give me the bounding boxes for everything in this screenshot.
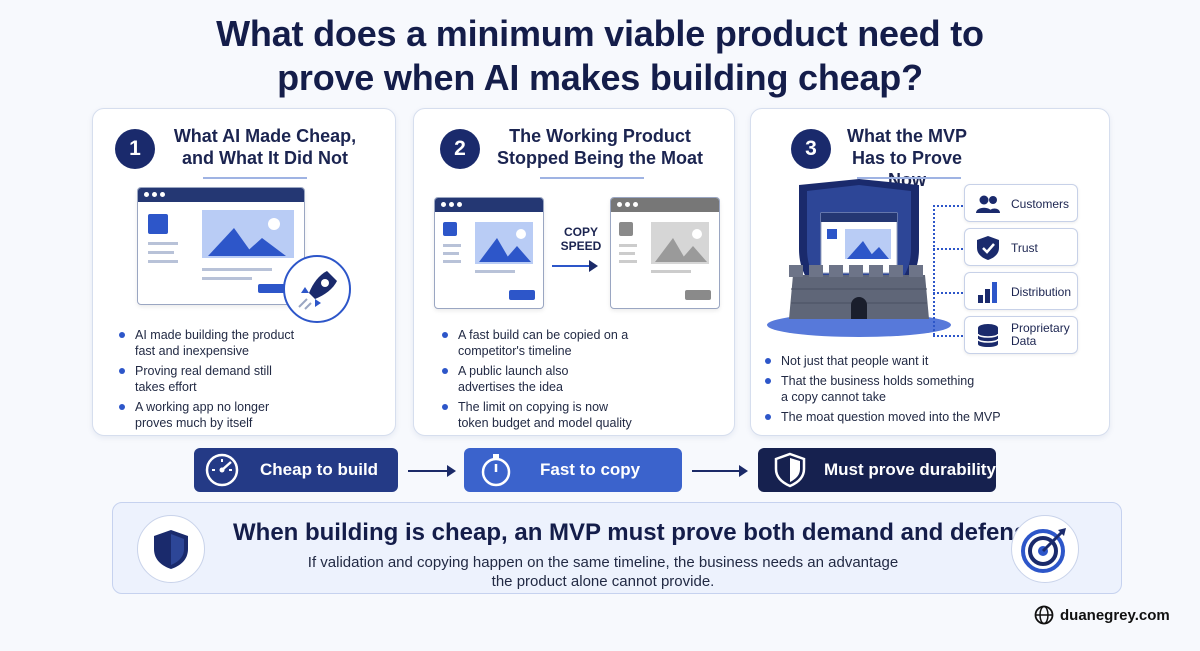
card-number-badge: 1 <box>115 129 155 169</box>
item-proprietary-data: Proprietary Data <box>964 316 1078 354</box>
card-number-badge: 2 <box>440 129 480 169</box>
card-number-badge: 3 <box>791 129 831 169</box>
bullet-item: Not just that people want it <box>761 353 1101 369</box>
shield-icon <box>774 452 806 488</box>
image-placeholder-icon <box>202 210 294 258</box>
banner-headline: When building is cheap, an MVP must prov… <box>233 519 1048 546</box>
card-title: The Working Product Stopped Being the Mo… <box>486 125 714 169</box>
card-title-line-1: What AI Made Cheap, <box>173 126 357 146</box>
flow-step-label: Cheap to build <box>260 460 379 479</box>
card-title-line-2: Stopped Being the Moat <box>497 148 703 168</box>
bullet-item: The moat question moved into the MVP <box>761 409 1101 425</box>
copy-arrow <box>552 260 598 272</box>
card-what-ai-made-cheap: 1 What AI Made Cheap, and What It Did No… <box>92 108 396 436</box>
connector-line <box>933 205 935 335</box>
connector-line <box>933 335 963 337</box>
target-icon <box>1011 515 1079 583</box>
flow-step-label: Must prove durability <box>824 460 996 479</box>
castle-shield-icon <box>767 179 951 337</box>
item-label: Customers <box>1011 197 1070 211</box>
speedometer-icon <box>205 453 239 487</box>
card-bullets: Not just that people want it That the bu… <box>761 353 1101 429</box>
copied-app-window <box>610 197 720 309</box>
image-placeholder-icon <box>475 222 533 264</box>
card-title: What AI Made Cheap, and What It Did Not <box>159 125 371 169</box>
card-title-line-1: The Working Product <box>509 126 691 146</box>
site-url[interactable]: duanegrey.com <box>1060 606 1170 624</box>
users-icon <box>976 195 1000 213</box>
flow-arrow <box>408 465 456 477</box>
card-title: What the MVP Has to Prove Now <box>837 125 977 191</box>
item-label: Proprietary Data <box>1011 321 1070 348</box>
title-divider <box>857 177 961 179</box>
flow-arrow <box>692 465 748 477</box>
flow-step-cheap-to-build: Cheap to build <box>194 448 398 492</box>
page-title: What does a minimum viable product need … <box>0 12 1200 100</box>
title-divider <box>540 177 644 179</box>
item-label: Distribution <box>1011 285 1072 299</box>
card-title-line-1: What the MVP <box>847 126 967 146</box>
globe-icon <box>1034 605 1054 625</box>
connector-line <box>933 248 963 250</box>
copy-speed-label: COPY SPEED <box>560 225 602 253</box>
site-credit[interactable]: duanegrey.com <box>1034 604 1170 626</box>
connector-line <box>933 292 963 294</box>
banner-subtext: If validation and copying happen on the … <box>307 554 899 590</box>
page-title-line-1: What does a minimum viable product need … <box>216 13 984 54</box>
item-trust: Trust <box>964 228 1078 266</box>
image-placeholder-icon <box>651 222 709 264</box>
original-app-window <box>434 197 544 309</box>
flow-step-fast-to-copy: Fast to copy <box>464 448 682 492</box>
database-icon <box>977 324 999 347</box>
shield-check-icon <box>977 236 999 260</box>
item-label: Trust <box>1011 241 1038 255</box>
item-distribution: Distribution <box>964 272 1078 310</box>
page-title-line-2: prove when AI makes building cheap? <box>277 57 923 98</box>
title-divider <box>203 177 307 179</box>
shield-emblem-icon <box>137 515 205 583</box>
flow-step-label: Fast to copy <box>540 460 641 479</box>
card-title-line-2: and What It Did Not <box>182 148 348 168</box>
flow-step-must-prove-durability: Must prove durability <box>758 448 996 492</box>
connector-line <box>933 205 963 207</box>
card-working-product: 2 The Working Product Stopped Being the … <box>413 108 735 436</box>
rocket-icon <box>283 255 351 323</box>
stopwatch-icon <box>481 454 511 487</box>
bar-chart-icon <box>978 282 997 303</box>
item-customers: Customers <box>964 184 1078 222</box>
browser-window-illustration <box>137 187 305 305</box>
conclusion-banner: When building is cheap, an MVP must prov… <box>112 502 1122 594</box>
